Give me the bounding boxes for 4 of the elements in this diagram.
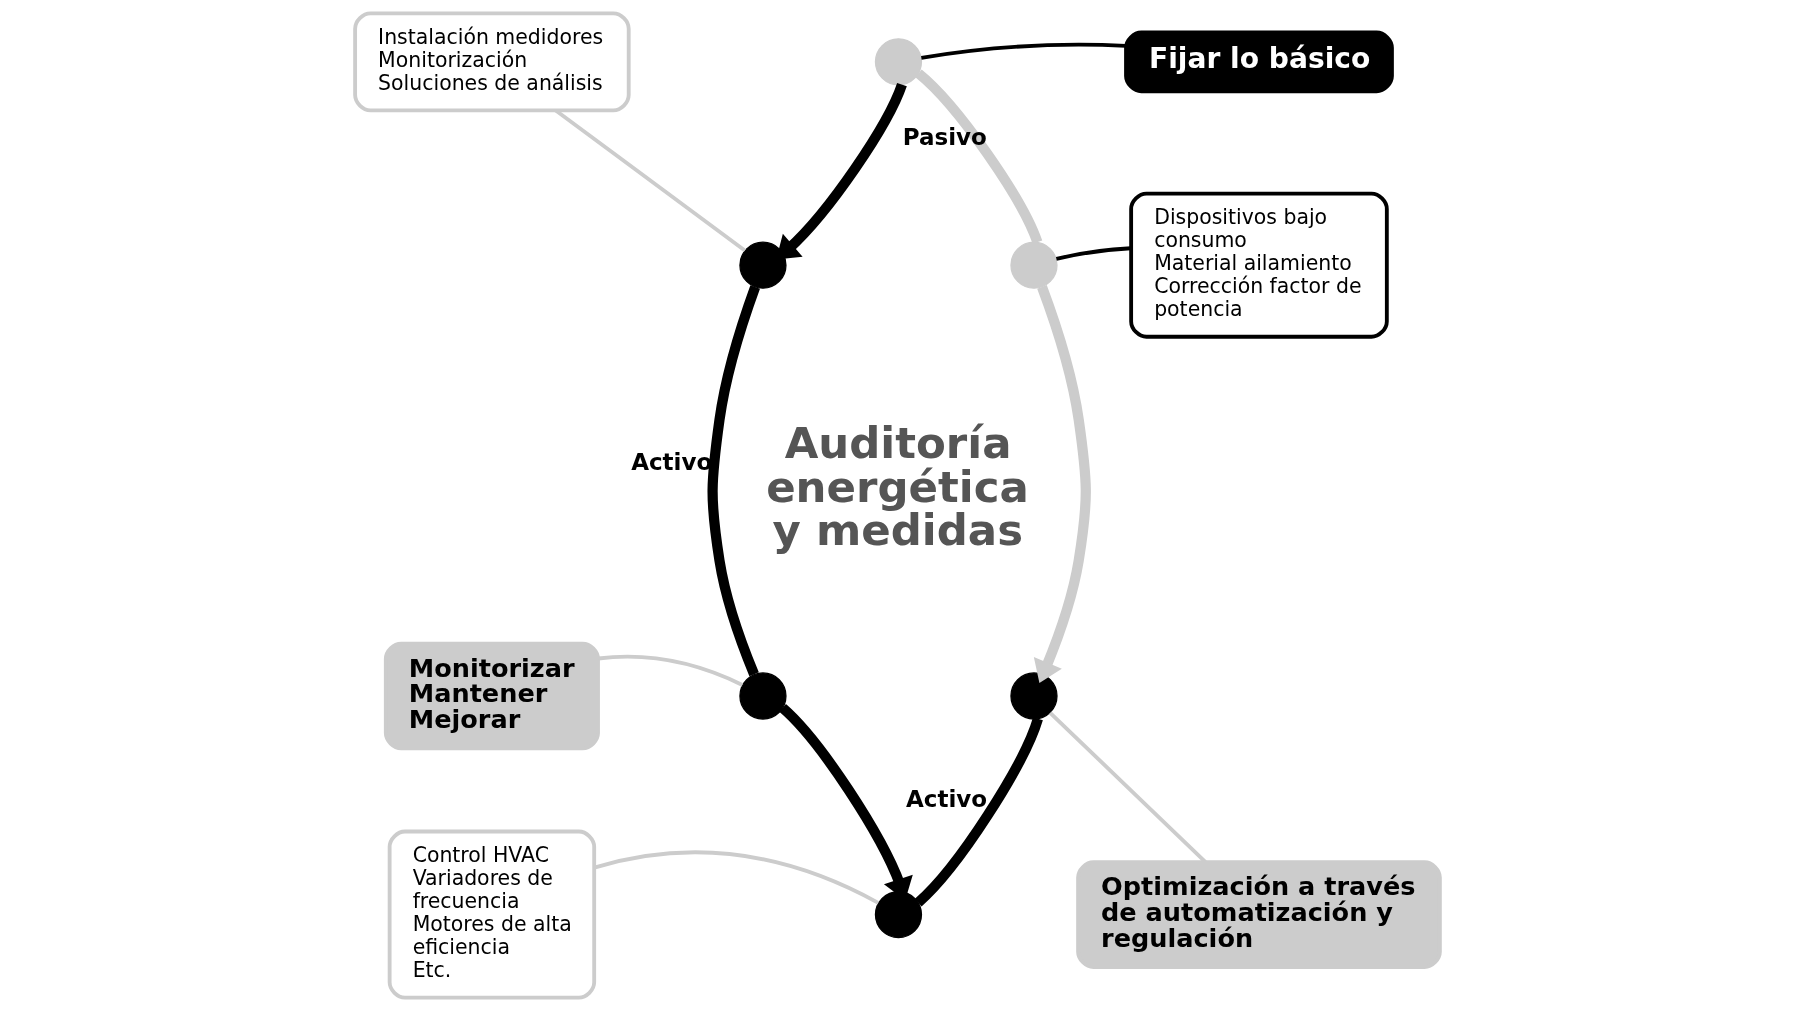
edge-label: Activo — [905, 785, 987, 812]
edge-label: Activo — [630, 448, 712, 475]
edge-label: Pasivo — [902, 123, 987, 150]
label: Auditoría energética y medidas — [765, 418, 1029, 556]
